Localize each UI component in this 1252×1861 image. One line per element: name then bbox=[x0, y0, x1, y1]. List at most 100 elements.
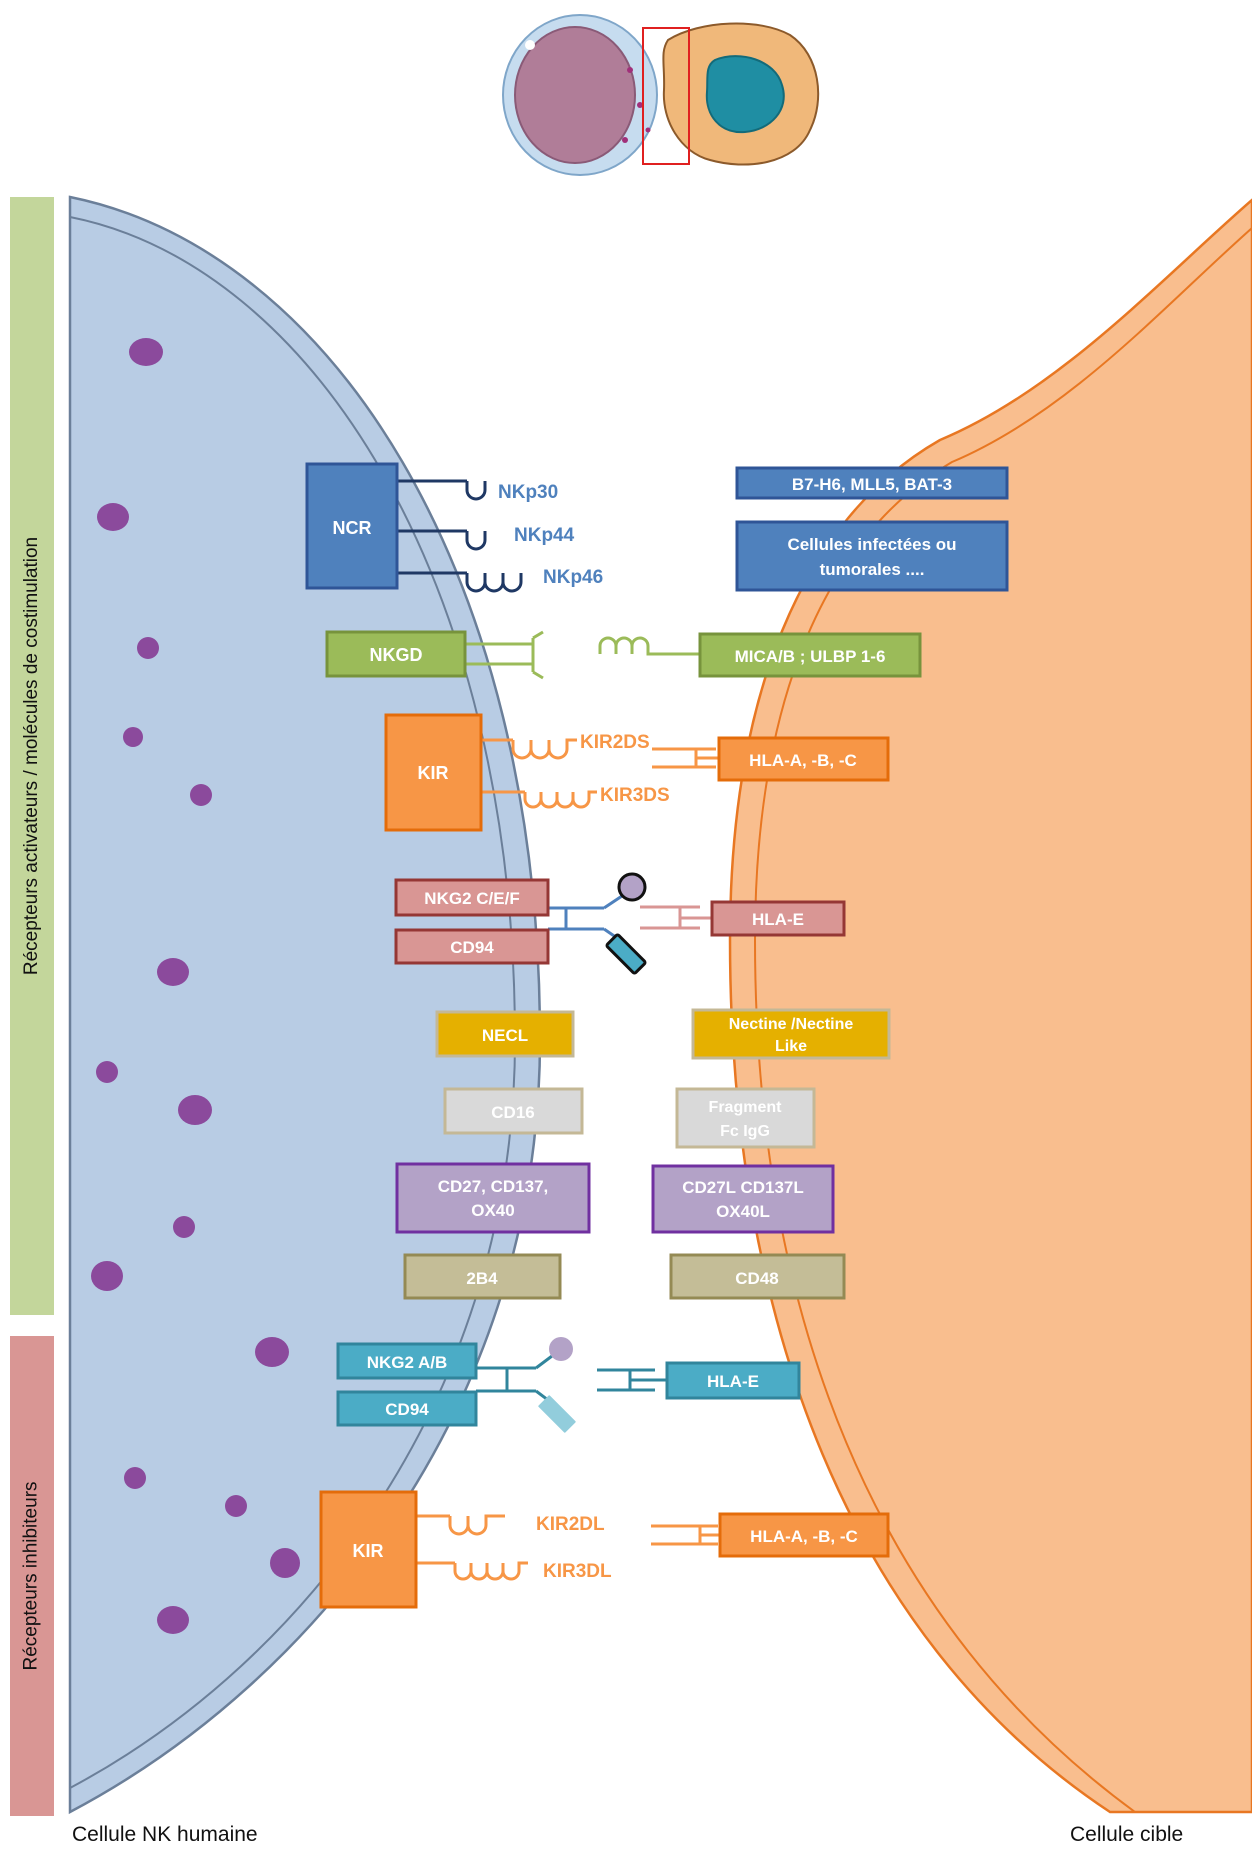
b7h6-box: B7-H6, MLL5, BAT-3 bbox=[735, 466, 1009, 500]
granule bbox=[123, 727, 143, 747]
activating-bar-label-container: Récepteurs activateurs / molécules de co… bbox=[10, 197, 54, 1315]
granule bbox=[255, 1337, 289, 1367]
infected-label-line1: Cellules infectées ou bbox=[787, 535, 956, 554]
granule bbox=[225, 1495, 247, 1517]
cd16-label: CD16 bbox=[491, 1103, 534, 1122]
kir2dl-label: KIR2DL bbox=[536, 1514, 605, 1535]
target-cell-inner-membrane bbox=[753, 227, 1252, 1813]
infected-label-line2: tumorales .... bbox=[820, 560, 925, 579]
hla-e-activating-label: HLA-E bbox=[752, 910, 804, 929]
nkg2a-lines bbox=[476, 1354, 553, 1405]
cd27-box: CD27, CD137, OX40 bbox=[395, 1162, 591, 1234]
hla-e-inhibitory-label: HLA-E bbox=[707, 1372, 759, 1391]
granule bbox=[157, 958, 189, 986]
granule bbox=[270, 1548, 300, 1578]
nectin-label-line1: Nectine /Nectine bbox=[729, 1016, 854, 1033]
inhibitory-receptors-label: Récepteurs inhibiteurs bbox=[21, 1481, 43, 1671]
kir-inhibitory-box: KIR bbox=[319, 1490, 418, 1609]
hla-abc-activating-box: HLA-A, -B, -C bbox=[717, 736, 890, 782]
activating-bar bbox=[10, 197, 54, 1315]
granule-mini bbox=[622, 137, 628, 143]
b7h6-label: B7-H6, MLL5, BAT-3 bbox=[792, 475, 952, 494]
nk-granules bbox=[91, 338, 300, 1634]
cd27l-label-line2: OX40L bbox=[716, 1202, 770, 1221]
nkg2cef-box: NKG2 C/E/F bbox=[394, 878, 550, 917]
nk-cell-label: Cellule NK humaine bbox=[72, 1823, 258, 1846]
cd27l-label-line1: CD27L CD137L bbox=[682, 1178, 804, 1197]
infected-cells-box: Cellules infectées ou tumorales .... bbox=[735, 520, 1009, 592]
cd94-activating-box: CD94 bbox=[394, 928, 550, 965]
hla-e-activating-lines bbox=[640, 905, 712, 930]
hla-e-activating-box: HLA-E bbox=[710, 900, 846, 937]
kir2ds-label: KIR2DS bbox=[580, 732, 650, 753]
nkp46-label: NKp46 bbox=[543, 567, 603, 588]
nkg2ab-label: NKG2 A/B bbox=[367, 1353, 448, 1372]
ncr-box: NCR bbox=[305, 462, 399, 590]
kir-inhibitory-label: KIR bbox=[353, 1541, 384, 1561]
kir-inhibitory-lines bbox=[416, 1514, 720, 1581]
fc-label-line1: Fragment bbox=[709, 1099, 783, 1116]
target-cell-body bbox=[728, 198, 1252, 1814]
inhibitory-bar bbox=[10, 1336, 54, 1816]
nkg2c-lines bbox=[548, 894, 623, 942]
ncr-receptor-lines bbox=[397, 479, 523, 593]
granule bbox=[173, 1216, 195, 1238]
granule bbox=[96, 1061, 118, 1083]
hla-e-inhibitory-lines bbox=[597, 1368, 667, 1392]
zoom-frame bbox=[642, 27, 690, 165]
granule bbox=[124, 1467, 146, 1489]
b4-box: 2B4 bbox=[403, 1253, 562, 1300]
granule-mini bbox=[627, 67, 633, 73]
nk-cell-mini-nucleus bbox=[514, 26, 636, 164]
granule bbox=[137, 637, 159, 659]
nkp30-label: NKp30 bbox=[498, 482, 558, 503]
cell-contact-illustration bbox=[502, 14, 820, 176]
granule bbox=[190, 784, 212, 806]
highlight bbox=[525, 40, 535, 50]
cd48-label: CD48 bbox=[735, 1269, 778, 1288]
target-cell-label: Cellule cible bbox=[1070, 1823, 1184, 1846]
kir-activating-box: KIR bbox=[384, 713, 483, 832]
fc-igg-box: Fragment Fc IgG bbox=[675, 1087, 816, 1149]
kir3dl-label: KIR3DL bbox=[543, 1561, 612, 1582]
granule bbox=[97, 503, 129, 531]
cd94-inhibitory-box: CD94 bbox=[336, 1390, 478, 1427]
hla-abc-activating-label: HLA-A, -B, -C bbox=[749, 751, 857, 770]
hla-e-inhibitory-box: HLA-E bbox=[665, 1361, 801, 1400]
granule bbox=[178, 1095, 212, 1125]
fc-label-line2: Fc IgG bbox=[720, 1123, 770, 1140]
b4-label: 2B4 bbox=[466, 1269, 498, 1288]
hla-abc-inhibitory-label: HLA-A, -B, -C bbox=[750, 1527, 858, 1546]
nkgd-lines bbox=[465, 630, 700, 680]
nkgd-box: NKGD bbox=[325, 630, 467, 678]
nkg2c-ligand-ball bbox=[617, 872, 647, 902]
inhibitory-bar-label-container: Récepteurs inhibiteurs bbox=[10, 1336, 54, 1816]
mica-label: MICA/B ; ULBP 1-6 bbox=[735, 647, 886, 666]
hla-abc-inhibitory-box: HLA-A, -B, -C bbox=[718, 1512, 890, 1558]
target-cell-mini-nucleus bbox=[705, 55, 785, 134]
granule bbox=[91, 1261, 123, 1291]
cd27-label-line1: CD27, CD137, bbox=[438, 1177, 549, 1196]
activating-receptors-label: Récepteurs activateurs / molécules de co… bbox=[21, 536, 43, 976]
mica-box: MICA/B ; ULBP 1-6 bbox=[698, 632, 922, 678]
nkg2a-ligand-ball bbox=[549, 1337, 573, 1361]
nkgd-label: NKGD bbox=[370, 645, 423, 665]
cd94-inhibitory-label: CD94 bbox=[385, 1400, 429, 1419]
necl-box: NECL bbox=[435, 1010, 575, 1058]
cd94-activating-label: CD94 bbox=[450, 938, 494, 957]
cd48-box: CD48 bbox=[669, 1253, 846, 1300]
nkg2cef-label: NKG2 C/E/F bbox=[424, 889, 519, 908]
nectin-box: Nectine /Nectine Like bbox=[691, 1008, 891, 1060]
granule-mini bbox=[637, 102, 643, 108]
nectin-label-line2: Like bbox=[775, 1038, 807, 1055]
kir-activating-lines bbox=[481, 738, 719, 809]
nkp44-label: NKp44 bbox=[514, 525, 575, 546]
granule-mini bbox=[645, 127, 651, 133]
cd94-ligand-block bbox=[605, 933, 647, 975]
cd16-box: CD16 bbox=[443, 1087, 584, 1135]
granule bbox=[129, 338, 163, 366]
cd27-label-line2: OX40 bbox=[471, 1201, 514, 1220]
kir3ds-label: KIR3DS bbox=[600, 785, 670, 806]
